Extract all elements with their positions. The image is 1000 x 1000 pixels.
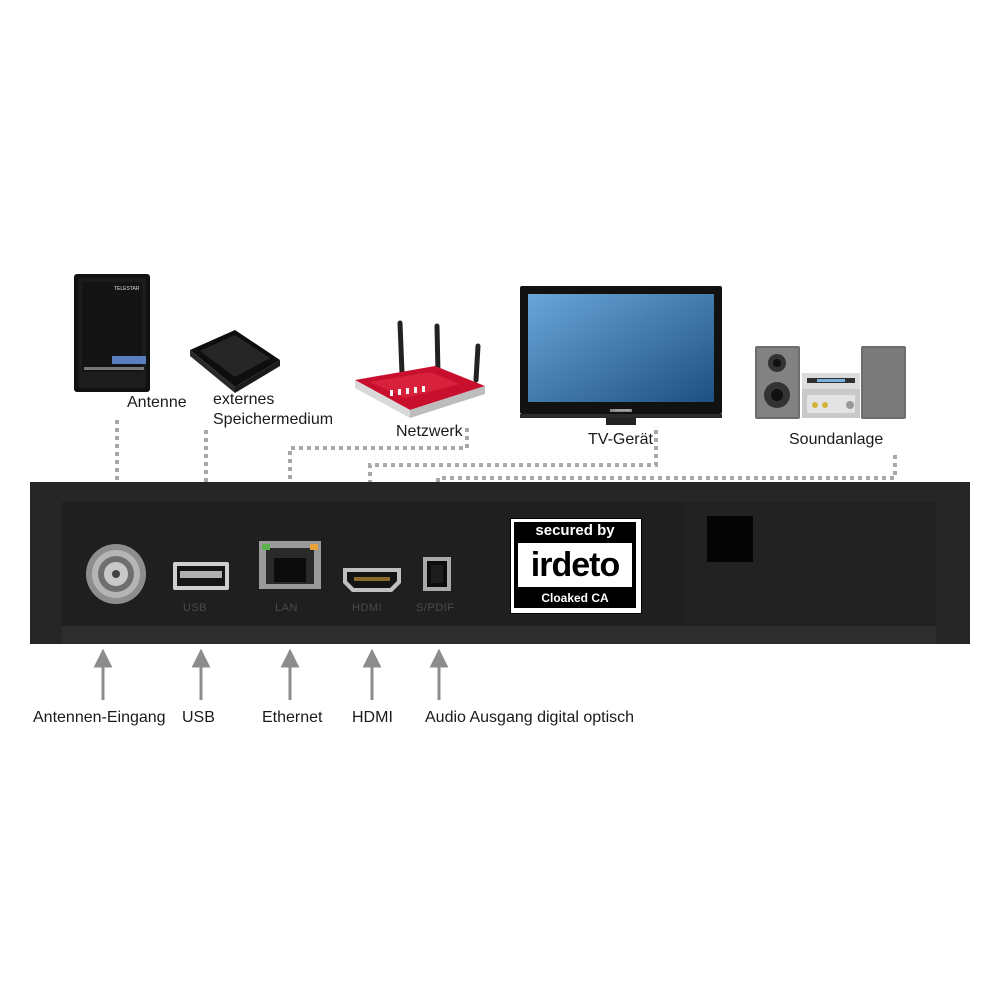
antenna-label: Antenne: [127, 394, 187, 411]
antenna-input-label: Antennen-Eingang: [33, 709, 166, 726]
usb-port-icon: [173, 562, 229, 590]
receiver-side-left: [30, 504, 62, 644]
antenna-connector-icon: [86, 544, 146, 604]
spdif-port-label: S/PDIF: [416, 602, 455, 614]
ethernet-label: Ethernet: [262, 709, 323, 726]
lan-port-label: LAN: [275, 602, 298, 614]
tv-label: TV-Gerät: [588, 431, 653, 448]
svg-text:TELESTAR: TELESTAR: [615, 408, 631, 412]
usb-port-label: USB: [183, 602, 208, 614]
sound-line: [436, 455, 897, 555]
display-window: [707, 516, 753, 562]
network-label: Netzwerk: [396, 423, 463, 440]
audio-output-label: Audio Ausgang digital optisch: [425, 709, 635, 726]
storage-label-line1: externes: [213, 391, 275, 408]
lan-port-icon: [259, 541, 321, 589]
tv-line: [368, 430, 658, 540]
hdmi-label: HDMI: [352, 709, 393, 726]
tv-icon: TELESTAR: [520, 286, 722, 425]
hdmi-port-label: HDMI: [352, 602, 383, 614]
svg-text:TELESTAR: TELESTAR: [114, 286, 140, 292]
spdif-port-icon: [423, 557, 451, 591]
router-icon: [355, 320, 485, 418]
sound-label: Soundanlage: [789, 431, 884, 448]
irdeto-badge-top: secured by: [535, 522, 615, 539]
receiver-side-right: [936, 504, 970, 644]
sound-system-icon: [755, 346, 906, 419]
irdeto-logo: irdeto: [518, 543, 632, 587]
receiver-top-edge: [30, 482, 970, 504]
hdmi-port-icon: [343, 568, 401, 592]
storage-label-line2: Speichermedium: [213, 411, 334, 428]
receiver-bottom-trim: [38, 626, 962, 644]
irdeto-badge-bottom: Cloaked CA: [541, 591, 609, 605]
antenna-device-icon: TELESTAR: [74, 274, 150, 392]
external-storage-icon: [190, 330, 280, 393]
usb-label: USB: [182, 709, 215, 726]
